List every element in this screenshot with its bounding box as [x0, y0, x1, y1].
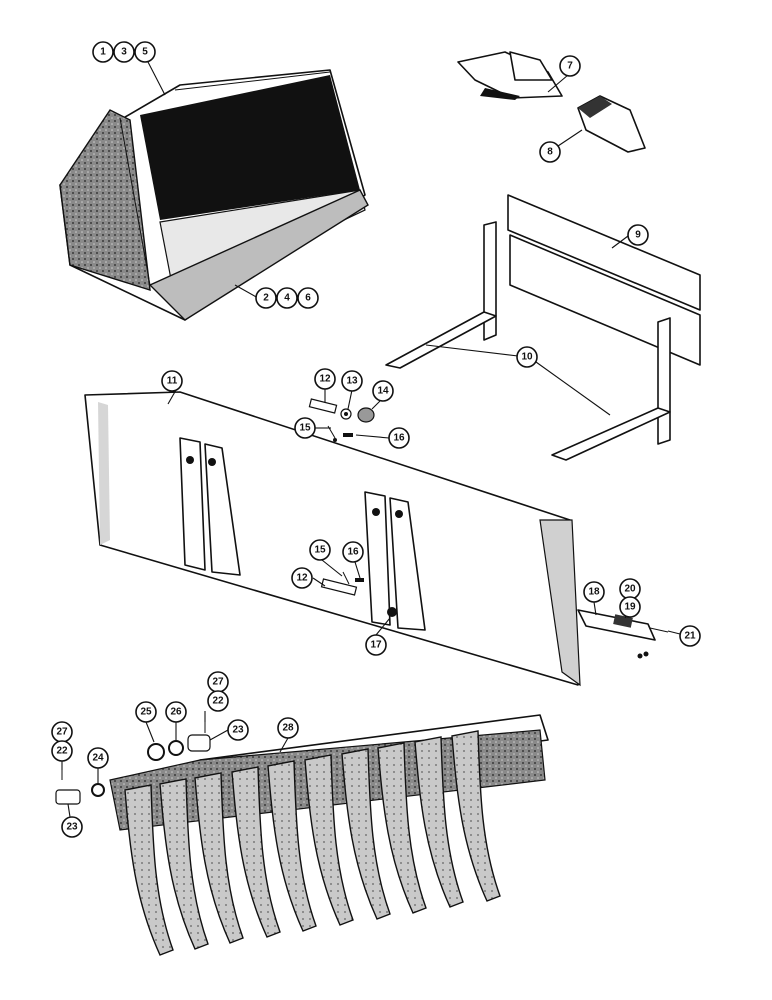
- callout-19-label: 19: [624, 602, 636, 613]
- cutting-edge-bits-illustration: [577, 609, 669, 659]
- callout-2: 2: [255, 287, 277, 309]
- callout-17-label: 17: [370, 640, 382, 651]
- callout-23-right: 23: [227, 719, 249, 741]
- callout-13-label: 13: [346, 376, 358, 387]
- callout-6: 6: [297, 287, 319, 309]
- rake-tine: [304, 754, 354, 926]
- callout-20: 20: [619, 578, 641, 600]
- dozer-blade-illustration: [84, 391, 581, 687]
- callout-4-label: 4: [284, 293, 290, 304]
- callout-24: 24: [87, 747, 109, 769]
- callout-22-right-label: 22: [212, 696, 224, 707]
- callout-15-bottom-label: 15: [314, 545, 326, 556]
- callout-3-label: 3: [121, 47, 127, 58]
- rake-tine: [414, 736, 464, 908]
- rake-tine: [451, 730, 501, 902]
- callout-11: 11: [161, 370, 183, 392]
- callout-3: 3: [113, 41, 135, 63]
- rake-tine: [231, 766, 281, 938]
- callout-27-right-label: 27: [212, 677, 224, 688]
- callout-26: 26: [165, 701, 187, 723]
- callout-10a: 10: [516, 346, 538, 368]
- callout-2-label: 2: [263, 293, 269, 304]
- callout-27-left: 27: [51, 721, 73, 743]
- callout-26-label: 26: [170, 707, 182, 718]
- callout-9: 9: [627, 224, 649, 246]
- callout-23-left-label: 23: [66, 822, 78, 833]
- callout-18-label: 18: [588, 587, 600, 598]
- rake-tine: [194, 772, 244, 944]
- callout-11-label: 11: [167, 376, 178, 387]
- bucket-teeth-illustration: [457, 51, 646, 153]
- rake-tine: [341, 748, 391, 920]
- callout-24-label: 24: [92, 753, 104, 764]
- callout-4: 4: [276, 287, 298, 309]
- callout-8: 8: [539, 141, 561, 163]
- callout-7: 7: [559, 55, 581, 77]
- callout-27-right: 27: [207, 671, 229, 693]
- callout-27-left-label: 27: [56, 727, 68, 738]
- rake-pin-hardware-illustration: [55, 722, 211, 805]
- callout-15-top: 15: [294, 417, 316, 439]
- pallet-forks-illustration: [385, 194, 701, 461]
- callout-25: 25: [135, 701, 157, 723]
- callout-14-label: 14: [377, 386, 389, 397]
- callout-1-label: 1: [100, 47, 106, 58]
- callout-16-bottom: 16: [342, 541, 364, 563]
- callout-9-label: 9: [635, 230, 641, 241]
- callout-15-top-label: 15: [299, 423, 311, 434]
- bucket-illustration: [59, 69, 369, 321]
- rake-tine: [159, 778, 209, 950]
- callout-8-label: 8: [547, 147, 553, 158]
- callout-20-label: 20: [624, 584, 636, 595]
- callout-5-label: 5: [142, 47, 148, 58]
- callout-6-label: 6: [305, 293, 311, 304]
- callout-12-top: 12: [314, 368, 336, 390]
- callout-23-left: 23: [61, 816, 83, 838]
- callout-22-right: 22: [207, 690, 229, 712]
- callout-21-label: 21: [684, 631, 696, 642]
- callout-16-top-label: 16: [393, 433, 405, 444]
- callout-10-label: 10: [521, 352, 533, 363]
- callout-5: 5: [134, 41, 156, 63]
- callout-13: 13: [341, 370, 363, 392]
- pin-hardware-illustration: [308, 398, 375, 596]
- callout-17: 17: [365, 634, 387, 656]
- callout-22-left: 22: [51, 740, 73, 762]
- callout-19: 19: [619, 596, 641, 618]
- callout-28-label: 28: [282, 723, 294, 734]
- callout-7-label: 7: [567, 61, 573, 72]
- root-rake-illustration: [109, 714, 549, 956]
- callout-18: 18: [583, 581, 605, 603]
- rake-tine: [124, 784, 174, 956]
- callout-21: 21: [679, 625, 701, 647]
- callout-12-bottom-label: 12: [296, 573, 308, 584]
- rake-tine: [267, 760, 317, 932]
- callout-14: 14: [372, 380, 394, 402]
- rake-tine: [377, 742, 427, 914]
- callout-16-bottom-label: 16: [347, 547, 359, 558]
- callout-22-left-label: 22: [56, 746, 68, 757]
- callout-12-top-label: 12: [319, 374, 331, 385]
- callout-16-top: 16: [388, 427, 410, 449]
- callout-12-bottom: 12: [291, 567, 313, 589]
- callout-15-bottom: 15: [309, 539, 331, 561]
- callout-23-right-label: 23: [232, 725, 244, 736]
- callout-1: 1: [92, 41, 114, 63]
- callout-28: 28: [277, 717, 299, 739]
- callout-25-label: 25: [140, 707, 152, 718]
